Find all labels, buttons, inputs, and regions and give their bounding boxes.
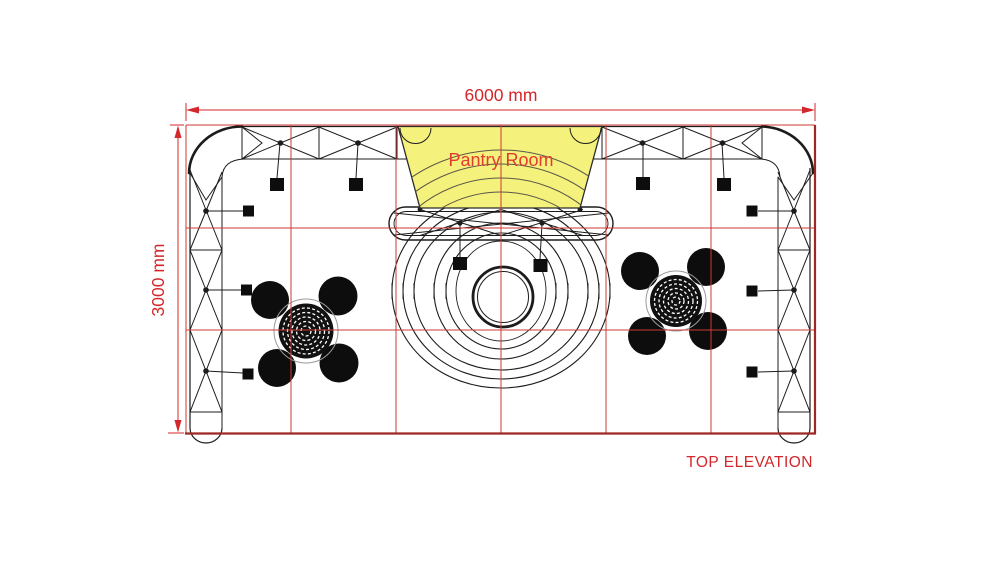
height-dimension-label: 3000 mm xyxy=(148,244,168,317)
spotlight-icon xyxy=(746,285,758,297)
column-foot-left xyxy=(189,427,223,444)
ceiling-spotlights xyxy=(270,142,731,191)
center-column xyxy=(471,265,535,329)
spotlight-icon xyxy=(746,205,758,217)
spotlight-icon xyxy=(242,368,254,380)
spotlight-icon xyxy=(636,177,650,190)
spotlight-icon xyxy=(533,259,548,272)
chair xyxy=(318,276,358,316)
chair xyxy=(628,317,666,355)
round-table xyxy=(645,270,707,332)
column-foot-right xyxy=(777,427,811,444)
width-dimension-label: 6000 mm xyxy=(465,85,538,105)
spotlight-icon xyxy=(270,178,284,191)
spotlight-icon xyxy=(453,257,467,270)
arrow-up-icon xyxy=(174,125,182,138)
chair xyxy=(621,252,659,290)
arrow-down-icon xyxy=(174,420,182,433)
arrow-left-icon xyxy=(186,106,199,114)
chair xyxy=(258,349,296,387)
corner-top-left xyxy=(187,125,244,175)
table-cluster-right xyxy=(621,248,727,355)
spotlight-icon xyxy=(746,366,758,378)
ring-ticks xyxy=(391,283,611,299)
dimension-width: 6000 mm xyxy=(185,85,816,121)
chair xyxy=(687,248,725,286)
round-table xyxy=(273,298,339,364)
table-cluster-left xyxy=(251,276,359,387)
dimension-height: 3000 mm xyxy=(148,124,184,434)
spotlight-icon xyxy=(349,178,363,191)
layout-grid xyxy=(185,124,817,435)
view-title: TOP ELEVATION xyxy=(686,454,813,471)
truss-left-column xyxy=(189,168,223,444)
truss-right-column xyxy=(777,168,811,444)
spotlight-icon xyxy=(717,178,731,191)
chair xyxy=(251,281,289,319)
spotlight-icon xyxy=(243,205,254,217)
spotlight-icon xyxy=(241,284,252,296)
wall-spotlights xyxy=(205,205,795,380)
corner-top-right xyxy=(760,125,815,175)
arrow-right-icon xyxy=(802,106,815,114)
